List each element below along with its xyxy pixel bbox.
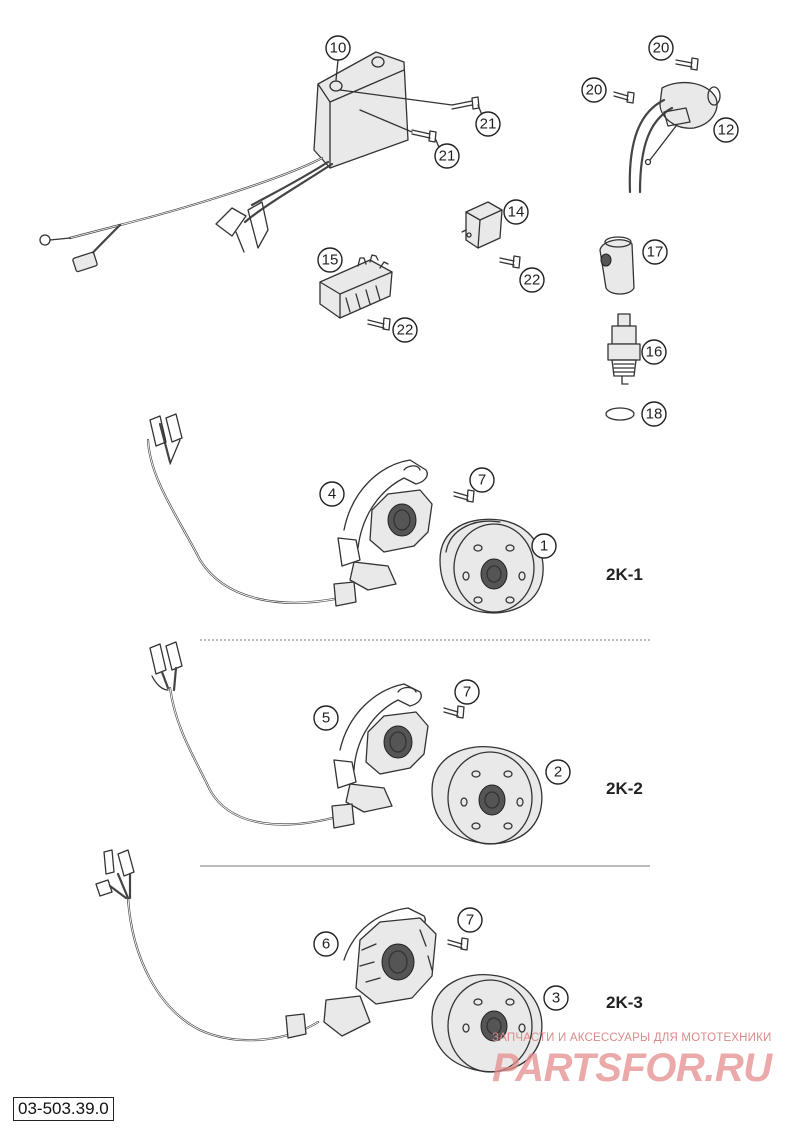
callout-20a: 20 (648, 35, 674, 61)
ignition-coil (628, 81, 721, 194)
callout-12: 12 (713, 117, 739, 143)
rotor-2 (431, 746, 543, 845)
screw-20a (675, 57, 699, 71)
spark-plug-cap (599, 236, 635, 295)
callout-16: 16 (641, 339, 667, 365)
svg-text:17: 17 (647, 244, 664, 261)
callout-5: 5 (313, 705, 339, 731)
callout-14: 14 (503, 199, 529, 225)
callout-18: 18 (641, 401, 667, 427)
svg-text:7: 7 (466, 912, 474, 929)
variant-label-2k1: 2K-1 (606, 565, 643, 584)
screw-21b (411, 129, 437, 143)
svg-text:3: 3 (552, 990, 560, 1007)
svg-text:7: 7 (463, 684, 471, 701)
callout-22a: 22 (519, 267, 545, 293)
svg-text:21: 21 (480, 116, 497, 133)
stator-4 (337, 459, 433, 591)
screw-21a (451, 96, 480, 110)
svg-text:20: 20 (653, 40, 670, 57)
cdi-harness (39, 156, 334, 273)
rotor-3 (431, 974, 543, 1073)
callout-1: 1 (531, 533, 557, 559)
document-number: 03-503.39.0 (13, 1097, 114, 1121)
screw-20b (613, 91, 635, 104)
stator-6-harness (95, 849, 320, 1042)
callout-4: 4 (319, 481, 345, 507)
svg-text:16: 16 (646, 344, 663, 361)
screw-7a (453, 489, 475, 503)
callout-15: 15 (317, 247, 343, 273)
svg-text:12: 12 (718, 122, 735, 139)
svg-text:14: 14 (508, 204, 525, 221)
svg-text:22: 22 (397, 322, 414, 339)
spark-plug (607, 313, 641, 385)
callout-20b: 20 (581, 77, 607, 103)
screw-22b (367, 317, 391, 331)
svg-text:21: 21 (439, 148, 456, 165)
callout-22b: 22 (392, 317, 418, 343)
callout-7a: 7 (469, 467, 495, 493)
svg-text:4: 4 (328, 486, 336, 503)
callout-21a: 21 (475, 111, 501, 137)
relay (461, 201, 503, 249)
callout-7b: 7 (454, 679, 480, 705)
svg-text:6: 6 (322, 936, 330, 953)
variant-label-2k2: 2K-2 (606, 779, 643, 798)
screw-22a (499, 255, 521, 269)
svg-text:15: 15 (322, 252, 339, 269)
svg-text:1: 1 (540, 538, 548, 555)
voltage-regulator (319, 254, 393, 319)
svg-text:2: 2 (554, 764, 562, 781)
rotor-1 (439, 518, 544, 614)
svg-text:18: 18 (646, 406, 663, 423)
sealing-ring (605, 407, 635, 421)
callout-21b: 21 (434, 143, 460, 169)
callout-2: 2 (545, 759, 571, 785)
svg-text:5: 5 (322, 710, 330, 727)
stator-4-harness (146, 413, 357, 607)
callout-6: 6 (313, 931, 339, 957)
svg-text:7: 7 (478, 472, 486, 489)
svg-text:10: 10 (330, 40, 347, 57)
stator-5 (333, 683, 429, 813)
watermark-logo: PARTSFOR.RU (492, 1046, 772, 1090)
stator-6 (323, 907, 437, 1037)
svg-text:22: 22 (524, 272, 541, 289)
callout-3: 3 (543, 985, 569, 1011)
callout-7c: 7 (457, 907, 483, 933)
svg-text:20: 20 (586, 82, 603, 99)
screw-7b (443, 705, 465, 719)
watermark-subtitle: ЗАПЧАСТИ И АКСЕССУАРЫ ДЛЯ МОТОТЕХНИКИ (492, 1032, 772, 1044)
screw-7c (447, 937, 469, 951)
callout-17: 17 (642, 239, 668, 265)
callout-10: 10 (325, 35, 351, 61)
variant-label-2k3: 2K-3 (606, 993, 643, 1012)
stator-5-harness (149, 641, 355, 829)
